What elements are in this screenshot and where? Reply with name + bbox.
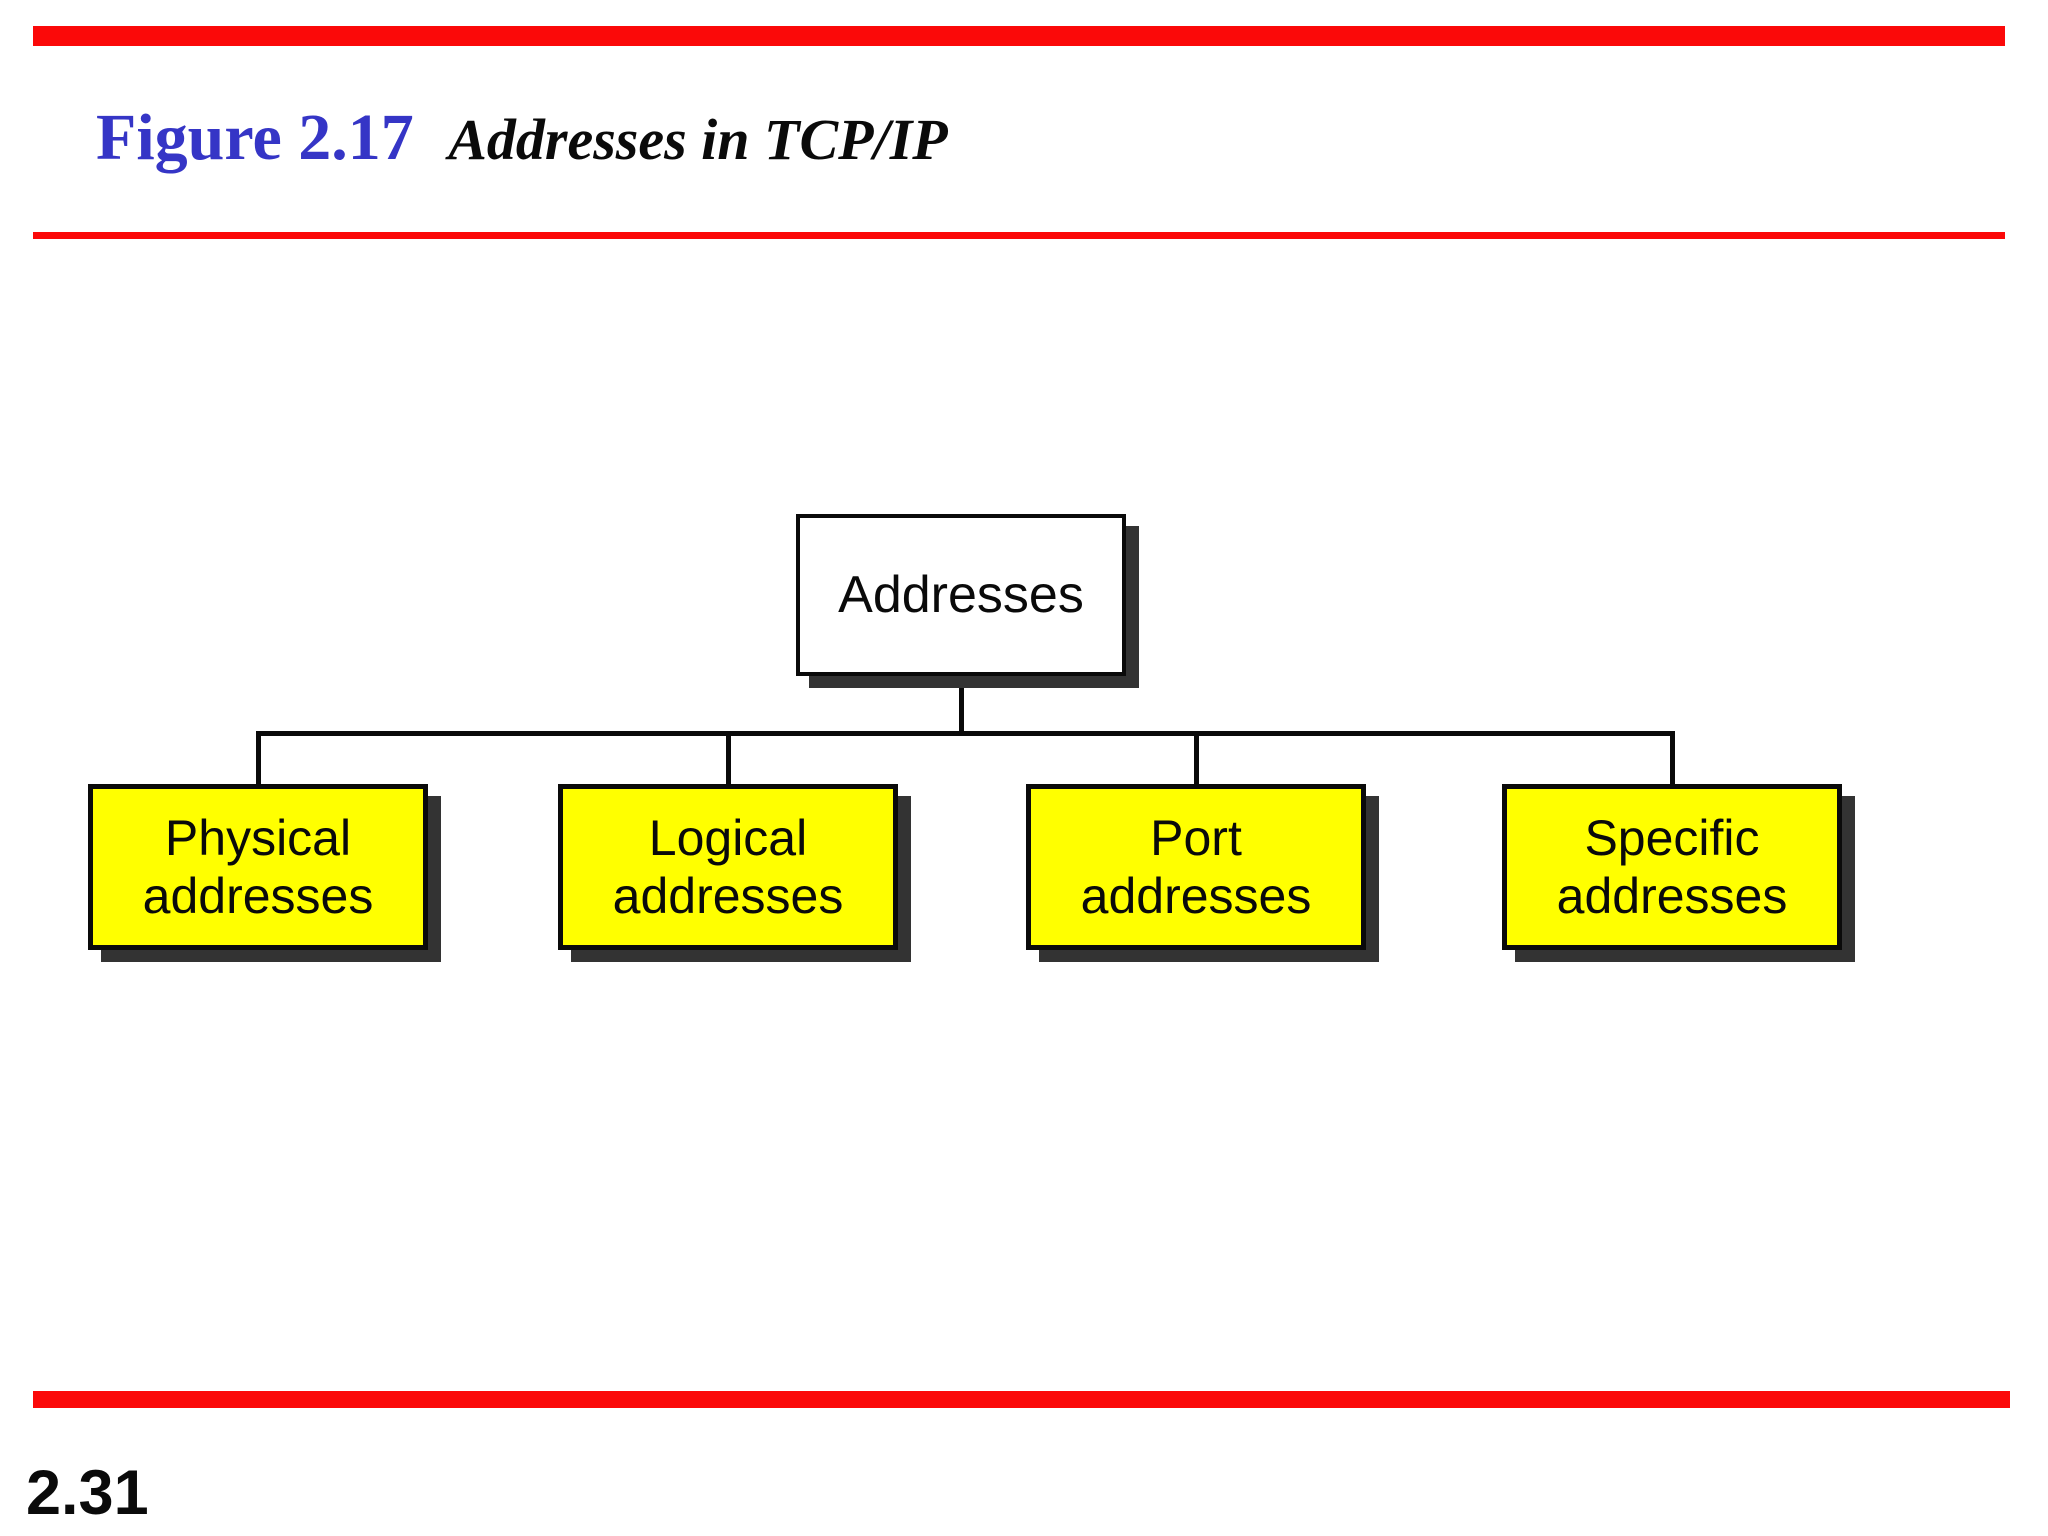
slide-title: Figure 2.17 Addresses in TCP/IP [96, 100, 948, 176]
figure-caption: Addresses in TCP/IP [448, 107, 948, 172]
figure-number: Figure 2.17 [96, 101, 414, 174]
connector-root-stem [959, 674, 964, 734]
child-node-physical-addresses: Physical addresses [88, 784, 428, 950]
node-label-line1: Port [1150, 810, 1242, 866]
child-node-logical-addresses: Logical addresses [558, 784, 898, 950]
node-label-line1: Logical [648, 810, 808, 866]
top-accent-bar [33, 26, 2005, 46]
node-label-line2: addresses [1080, 868, 1312, 924]
node-label-line2: addresses [1556, 868, 1788, 924]
connector-drop-specific [1670, 731, 1675, 787]
node-label-line2: addresses [612, 868, 844, 924]
child-node-port-addresses: Port addresses [1026, 784, 1366, 950]
connector-drop-logical [726, 731, 731, 787]
bottom-accent-bar [33, 1391, 2010, 1408]
node-label-line2: addresses [142, 868, 374, 924]
page-number: 2.31 [26, 1458, 149, 1528]
node-label-line1: Specific [1584, 810, 1760, 866]
title-underline-rule [33, 232, 2005, 239]
connector-drop-physical [256, 731, 261, 787]
root-node-addresses: Addresses [796, 514, 1126, 676]
connector-drop-port [1194, 731, 1199, 787]
root-node-label: Addresses [838, 566, 1084, 624]
node-label-line1: Physical [164, 810, 352, 866]
connector-horizontal-rail [256, 731, 1675, 736]
child-node-specific-addresses: Specific addresses [1502, 784, 1842, 950]
